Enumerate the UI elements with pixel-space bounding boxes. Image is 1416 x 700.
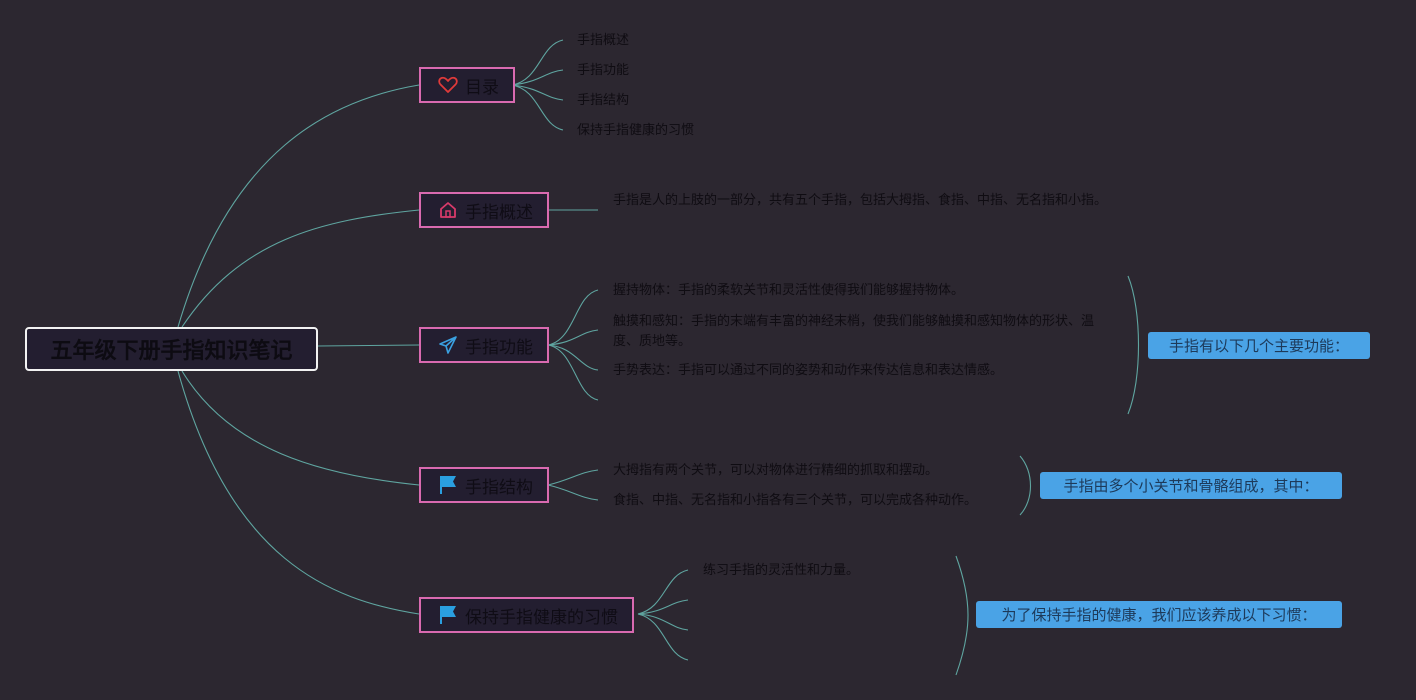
function-summary-brace [1127,275,1140,415]
toc-item[interactable]: 手指结构 [577,93,630,108]
root-title: 五年级下册手指知识笔记 [50,339,293,364]
link-root-habits [177,370,420,615]
heart-icon [437,74,459,96]
branch-structure[interactable]: 手指结构 [419,467,549,503]
link-toc-4 [511,84,564,131]
structure-item[interactable]: 食指、中指、无名指和小指各有三个关节，可以完成各种动作。 [613,493,978,508]
toc-item[interactable]: 保持手指健康的习惯 [577,123,695,138]
function-item[interactable]: 握持物体：手指的柔软关节和灵活性使得我们能够握持物体。 [613,283,965,298]
structure-summary[interactable]: 手指由多个小关节和骨骼组成，其中： [1040,472,1342,499]
branch-overview[interactable]: 手指概述 [419,192,549,228]
function-summary-text: 手指有以下几个主要功能： [1168,337,1349,355]
branch-toc[interactable]: 目录 [419,67,515,103]
habits-summary-text: 为了保持手指的健康，我们应该养成以下习惯： [1001,606,1317,624]
branch-function[interactable]: 手指功能 [419,327,549,363]
link-habits-3 [637,613,689,631]
link-habits-4 [637,613,689,661]
link-function-2 [547,329,599,346]
branch-toc-label: 目录 [465,77,499,98]
link-function-3 [547,344,599,371]
root-topic[interactable]: 五年级下册手指知识笔记 [25,327,318,371]
branch-function-label: 手指功能 [465,337,533,358]
link-toc-1 [511,39,564,86]
link-habits-2 [637,599,689,615]
habits-summary-brace [955,555,969,676]
link-root-overview [181,209,420,328]
link-structure-2 [547,484,599,501]
link-function-4 [547,344,599,401]
link-root-structure [181,370,420,486]
branch-habits[interactable]: 保持手指健康的习惯 [419,597,634,633]
flag-icon [437,604,459,626]
structure-summary-text: 手指由多个小关节和骨骼组成，其中： [1063,477,1319,495]
function-item[interactable]: 手势表达：手指可以通过不同的姿势和动作来传达信息和表达情感。 [613,363,1004,378]
paper-plane-icon [437,334,459,356]
toc-item[interactable]: 手指概述 [577,33,630,48]
link-habits-1 [637,569,689,615]
branch-habits-label: 保持手指健康的习惯 [465,607,618,628]
structure-summary-brace [1019,455,1031,516]
habits-item[interactable]: 练习手指的灵活性和力量。 [703,563,860,578]
link-toc-3 [511,84,564,101]
link-root-toc [177,84,420,328]
link-structure-1 [547,469,599,486]
function-summary[interactable]: 手指有以下几个主要功能： [1148,332,1370,359]
habits-summary[interactable]: 为了保持手指的健康，我们应该养成以下习惯： [976,601,1342,628]
function-item[interactable]: 触摸和感知：手指的末端有丰富的神经末梢，使我们能够触摸和感知物体的形状、温度、质… [613,314,1095,349]
branch-structure-label: 手指结构 [465,477,533,498]
toc-item[interactable]: 手指功能 [577,63,630,78]
link-function-1 [547,289,599,346]
home-icon [437,199,459,221]
link-root-function [317,344,420,347]
structure-item[interactable]: 大拇指有两个关节，可以对物体进行精细的抓取和摆动。 [613,463,939,478]
overview-text[interactable]: 手指是人的上肢的一部分，共有五个手指，包括大拇指、食指、中指、无名指和小指。 [613,193,1108,208]
branch-overview-label: 手指概述 [465,202,533,223]
flag-icon [437,474,459,496]
link-toc-2 [511,69,564,86]
